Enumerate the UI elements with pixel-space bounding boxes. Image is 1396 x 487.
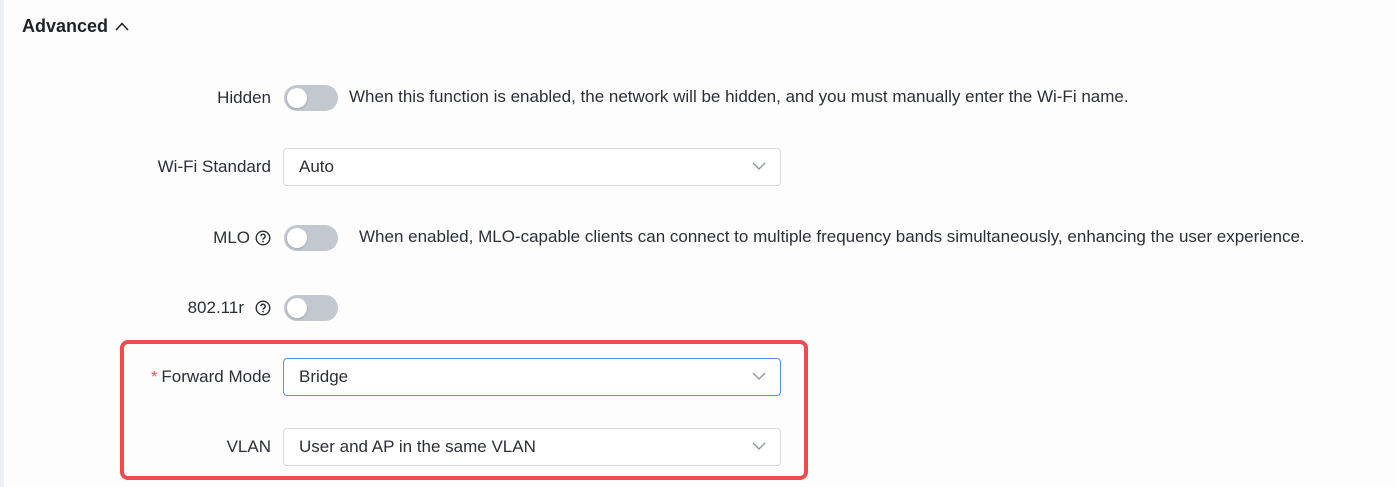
mlo-label-text: MLO [213, 228, 250, 247]
chevron-down-icon [752, 372, 766, 380]
mlo-toggle[interactable] [284, 225, 338, 251]
hidden-label-text: Hidden [217, 88, 271, 107]
help-circle-icon[interactable] [255, 300, 271, 316]
dot11r-toggle[interactable] [284, 295, 338, 321]
forward-mode-value: Bridge [299, 367, 349, 386]
wifi-standard-row: Wi-Fi Standard Auto [0, 147, 1396, 187]
vlan-label: VLAN [227, 437, 271, 457]
wifi-standard-label: Wi-Fi Standard [158, 157, 271, 177]
forward-mode-label-text: Forward Mode [161, 367, 271, 386]
hidden-description: When this function is enabled, the netwo… [349, 87, 1129, 106]
toggle-knob [287, 88, 307, 108]
advanced-section-toggle[interactable]: Advanced [22, 16, 130, 37]
section-title: Advanced [22, 16, 109, 36]
dot11r-label: 802.11r [188, 298, 271, 318]
vlan-row: VLAN User and AP in the same VLAN [0, 427, 1396, 467]
page-edge [0, 0, 4, 487]
required-mark: * [151, 369, 158, 386]
mlo-description: When enabled, MLO-capable clients can co… [359, 227, 1305, 246]
hidden-row: Hidden When this function is enabled, th… [0, 78, 1396, 118]
hidden-toggle[interactable] [284, 85, 338, 111]
vlan-select[interactable]: User and AP in the same VLAN [283, 428, 781, 466]
chevron-down-icon [752, 442, 766, 450]
wifi-standard-label-text: Wi-Fi Standard [157, 157, 271, 176]
forward-mode-row: *Forward Mode Bridge [0, 357, 1396, 397]
forward-mode-select[interactable]: Bridge [283, 358, 781, 396]
wifi-standard-select[interactable]: Auto [283, 148, 781, 186]
dot11r-row: 802.11r [0, 288, 1396, 328]
vlan-label-text: VLAN [226, 437, 271, 456]
forward-mode-label: *Forward Mode [151, 367, 271, 387]
help-circle-icon[interactable] [255, 230, 271, 246]
vlan-value: User and AP in the same VLAN [299, 437, 536, 456]
wifi-standard-value: Auto [299, 157, 334, 176]
mlo-row: MLO When enabled, MLO-capable clients ca… [0, 218, 1396, 258]
chevron-down-icon [752, 162, 766, 170]
mlo-label: MLO [213, 228, 271, 248]
toggle-knob [287, 298, 307, 318]
hidden-label: Hidden [217, 88, 271, 108]
toggle-knob [287, 228, 307, 248]
dot11r-label-text: 802.11r [187, 298, 244, 317]
chevron-up-icon [115, 21, 129, 31]
